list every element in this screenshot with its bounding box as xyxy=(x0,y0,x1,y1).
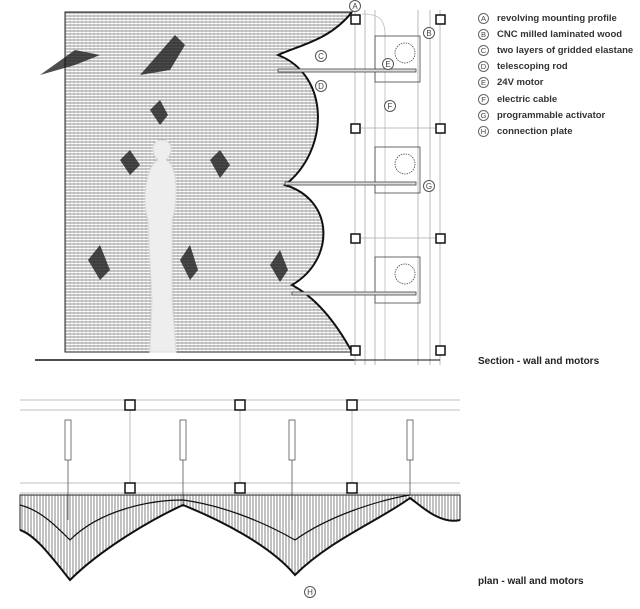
legend-item: E 24V motor xyxy=(478,75,633,91)
plan-fabric xyxy=(19,494,461,582)
legend-label: electric cable xyxy=(497,93,558,105)
legend-key: C xyxy=(478,44,489,56)
fabric-folds xyxy=(40,35,288,282)
legend-label: 24V motor xyxy=(497,77,544,89)
marker-h: H xyxy=(304,586,316,598)
legend-label: telescoping rod xyxy=(497,61,568,73)
legend-key: B xyxy=(478,28,489,40)
legend-key: H xyxy=(478,125,489,137)
legend-label: CNC milled laminated wood xyxy=(497,28,623,40)
human-figure xyxy=(144,139,177,353)
connection-squares xyxy=(350,14,446,356)
marker-e: E xyxy=(382,58,394,70)
section-wall xyxy=(35,11,355,361)
motor-units xyxy=(277,35,421,304)
marker-g: G xyxy=(423,180,435,192)
section-caption: Section - wall and motors xyxy=(478,356,600,367)
legend-key: F xyxy=(478,93,489,105)
marker-d: D xyxy=(315,80,327,92)
legend-key: A xyxy=(478,12,489,24)
marker-a: A xyxy=(349,0,361,12)
legend-key: D xyxy=(478,61,489,73)
legend-label: revolving mounting profile xyxy=(497,12,617,24)
plan-squares xyxy=(124,399,358,494)
marker-c: C xyxy=(315,50,327,62)
legend-label: programmable activator xyxy=(497,109,606,121)
marker-b: B xyxy=(423,27,435,39)
legend-key: E xyxy=(478,77,489,89)
plan-caption: plan - wall and motors xyxy=(478,576,584,587)
legend-label: connection plate xyxy=(497,125,573,137)
legend-key: G xyxy=(478,109,489,121)
marker-f: F xyxy=(384,100,396,112)
legend-item: B CNC milled laminated wood xyxy=(478,26,633,42)
legend-label: two layers of gridded elastane xyxy=(497,44,634,56)
